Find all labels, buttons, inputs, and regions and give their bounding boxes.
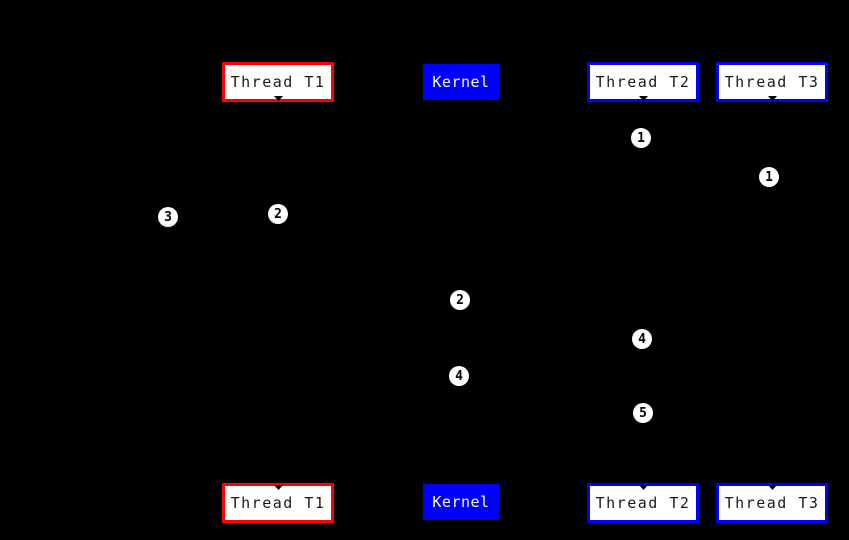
- participant-label: Kernel: [432, 73, 490, 91]
- participant-box-thread-t1-bottom: Thread T1: [222, 483, 334, 523]
- lifeline-stub: [768, 485, 777, 490]
- participant-box-thread-t2-bottom: Thread T2: [587, 483, 699, 523]
- participant-box-thread-t3-top: Thread T3: [716, 62, 828, 102]
- sequence-step-marker-3: 3: [158, 207, 178, 227]
- participant-label: Thread T3: [724, 494, 820, 512]
- participant-label: Thread T2: [595, 494, 691, 512]
- participant-label: Thread T2: [595, 73, 691, 91]
- participant-label: Thread T3: [724, 73, 820, 91]
- participant-box-kernel-bottom: Kernel: [423, 484, 499, 520]
- participant-label: Thread T1: [230, 73, 326, 91]
- participant-label: Thread T1: [230, 494, 326, 512]
- lifeline-stub: [274, 485, 283, 490]
- lifeline-stub: [639, 96, 648, 101]
- sequence-step-marker-2: 2: [268, 204, 288, 224]
- participant-label: Kernel: [432, 493, 490, 511]
- sequence-step-marker-1: 1: [631, 128, 651, 148]
- sequence-step-marker-1: 1: [759, 167, 779, 187]
- sequence-step-marker-4: 4: [449, 366, 469, 386]
- lifeline-stub: [768, 96, 777, 101]
- sequence-step-marker-4: 4: [632, 329, 652, 349]
- lifeline-stub: [274, 96, 283, 101]
- participant-box-thread-t1-top: Thread T1: [222, 62, 334, 102]
- lifeline-stub: [639, 485, 648, 490]
- participant-box-thread-t3-bottom: Thread T3: [716, 483, 828, 523]
- sequence-step-marker-2: 2: [450, 290, 470, 310]
- sequence-step-marker-5: 5: [633, 403, 653, 423]
- participant-box-kernel-top: Kernel: [423, 64, 499, 100]
- participant-box-thread-t2-top: Thread T2: [587, 62, 699, 102]
